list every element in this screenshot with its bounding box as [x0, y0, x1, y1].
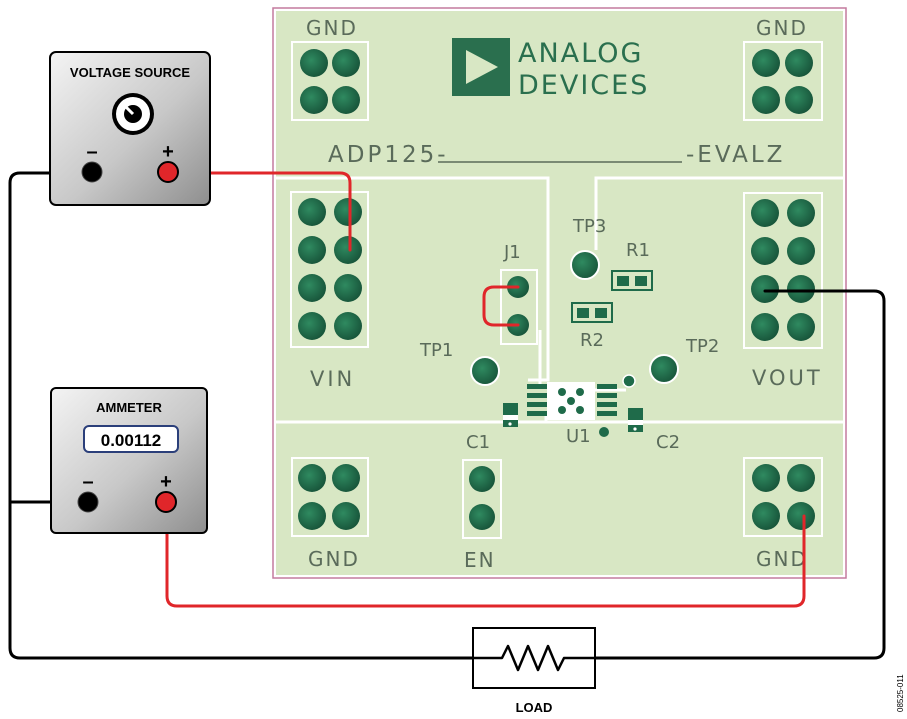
resistor-icon [473, 644, 595, 672]
label-r1: R1 [626, 240, 650, 261]
figure-id: 08525-011 [896, 674, 905, 712]
label-en: EN [464, 548, 496, 572]
voltage-source-plus-label: + [162, 141, 174, 163]
label-gnd-bottom-left: GND [308, 547, 360, 571]
test-point-tp3[interactable] [570, 250, 600, 280]
load: LOAD [472, 627, 596, 715]
wire-load-to-vout [593, 289, 886, 660]
evaluation-board: ANALOG DEVICES ADP125- -EVALZ GND GND [272, 7, 847, 579]
label-gnd-top-right: GND [756, 16, 808, 40]
test-point-tp1[interactable] [470, 356, 500, 386]
ammeter: AMMETER 0.00112 – + [50, 387, 208, 534]
voltage-source-minus-label: – [86, 141, 97, 163]
label-tp3: TP3 [572, 216, 606, 237]
voltage-source: VOLTAGE SOURCE – + [49, 51, 211, 206]
voltage-source-title: VOLTAGE SOURCE [70, 65, 190, 80]
ammeter-minus-terminal[interactable] [77, 491, 99, 513]
label-c1: C1 [466, 432, 490, 453]
label-gnd-bottom-right: GND [756, 547, 808, 571]
resistor-r1 [611, 270, 653, 291]
label-vin: VIN [310, 367, 355, 391]
voltage-source-minus-terminal[interactable] [81, 161, 103, 183]
connector-en[interactable] [462, 459, 502, 539]
connector-gnd-top-left[interactable] [291, 41, 369, 121]
ammeter-reading: 0.00112 [101, 431, 162, 450]
logo-line2: DEVICES [518, 70, 649, 101]
label-vout: VOUT [752, 366, 823, 390]
label-tp2: TP2 [685, 336, 719, 357]
load-label: LOAD [516, 700, 553, 715]
wire-vs-plus-to-vin [168, 171, 352, 252]
ammeter-plus-label: + [160, 471, 172, 493]
wire-vs-minus-loop [8, 171, 475, 660]
ammeter-display [83, 425, 179, 453]
label-r2: R2 [580, 330, 604, 351]
wire-ammeter-plus-to-gnd [165, 500, 806, 608]
analog-devices-logo: ANALOG DEVICES [452, 38, 649, 101]
voltage-source-plus-terminal[interactable] [157, 161, 179, 183]
label-c2: C2 [656, 432, 680, 453]
wire-jumper-j1 [482, 285, 520, 327]
test-point-tp2[interactable] [649, 354, 679, 384]
ic-u1 [527, 374, 636, 437]
connector-vin[interactable] [290, 191, 369, 348]
ammeter-plus-terminal[interactable] [155, 491, 177, 513]
wires [8, 171, 886, 660]
part-number-prefix: ADP125- [328, 142, 449, 168]
ammeter-minus-label: – [82, 471, 93, 493]
logo-line1: ANALOG [518, 38, 643, 69]
knob-icon[interactable] [112, 93, 154, 135]
resistor-r2 [571, 302, 613, 323]
capacitor-c2 [628, 408, 643, 432]
ammeter-title: AMMETER [96, 400, 162, 415]
connector-gnd-bottom-left[interactable] [291, 457, 369, 537]
label-tp1: TP1 [419, 340, 453, 361]
board-traces [276, 176, 843, 424]
label-gnd-top-left: GND [306, 16, 358, 40]
capacitor-c1 [503, 403, 518, 427]
connector-vout[interactable] [743, 192, 823, 349]
label-u1: U1 [566, 426, 591, 447]
connector-gnd-top-right[interactable] [743, 41, 823, 121]
part-number-suffix: -EVALZ [686, 142, 785, 168]
connector-gnd-bottom-right[interactable] [743, 457, 823, 537]
label-j1: J1 [503, 242, 521, 263]
